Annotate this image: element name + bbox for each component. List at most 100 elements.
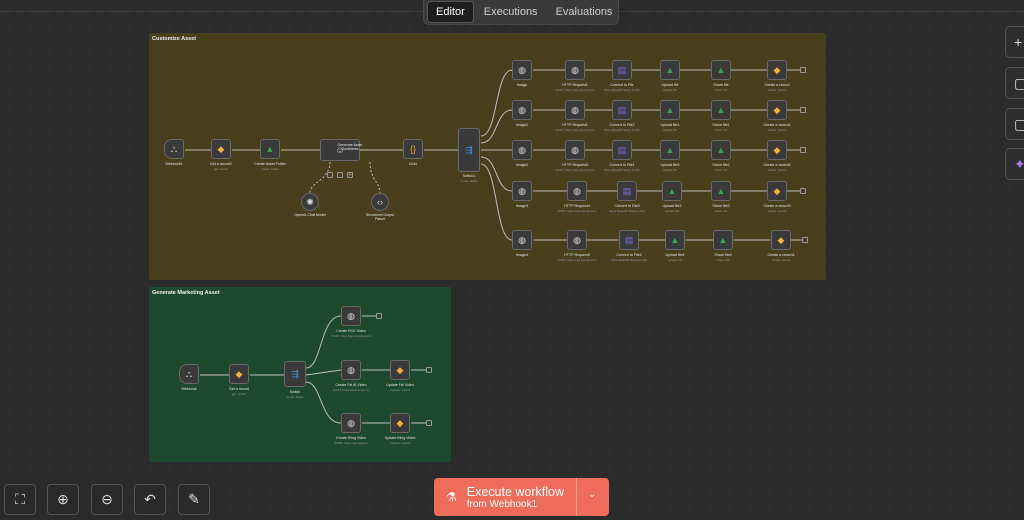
http-request-node[interactable]: ◍: [565, 60, 585, 80]
zoom-out-button[interactable]: ⊖: [91, 484, 123, 515]
memory-connector[interactable]: [337, 172, 343, 178]
upload-node[interactable]: ▲: [660, 100, 680, 120]
chevron-down-icon[interactable]: ⌄: [588, 489, 597, 500]
image-node[interactable]: ◍: [512, 230, 532, 250]
node-label: Convert to File1: [609, 163, 635, 167]
node-sublabel: share: file: [714, 88, 728, 92]
create-folder-node[interactable]: ▲: [260, 139, 280, 159]
convert-node[interactable]: ▤: [619, 230, 639, 250]
convert-node[interactable]: ▤: [612, 60, 632, 80]
code-brackets-icon: ‹›: [377, 197, 383, 207]
webhook-node[interactable]: ⛬: [164, 139, 184, 159]
node-label: Upload file: [661, 83, 679, 87]
upload-node[interactable]: ▲: [665, 230, 685, 250]
tab-evaluations[interactable]: Evaluations: [555, 6, 613, 18]
airtable-icon: ◆: [235, 368, 243, 379]
node-label: Share file2: [712, 163, 730, 167]
add-node-connector[interactable]: [376, 313, 382, 319]
switch-icon: ⇶: [465, 144, 473, 155]
share-node[interactable]: ▲: [713, 230, 733, 250]
share-node[interactable]: ▲: [711, 60, 731, 80]
update-video-node[interactable]: ◆: [390, 360, 410, 380]
convert-node[interactable]: ▤: [612, 100, 632, 120]
node-label: Create a record3: [763, 204, 791, 208]
image-node[interactable]: ◍: [512, 60, 532, 80]
tool-connector[interactable]: +: [347, 172, 353, 178]
execute-trigger-label: from Webhook1: [466, 498, 538, 510]
add-node-connector[interactable]: [426, 367, 432, 373]
ai-agent-node[interactable]: ☺: [320, 139, 360, 161]
openai-model-node[interactable]: ✺: [301, 193, 319, 211]
node-label: Webhook1: [165, 162, 183, 166]
chat-model-connector[interactable]: [327, 172, 333, 178]
image-node[interactable]: ◍: [512, 140, 532, 160]
upload-node[interactable]: ▲: [662, 181, 682, 201]
share-node[interactable]: ▲: [711, 181, 731, 201]
tab-executions[interactable]: Executions: [483, 6, 538, 18]
ai-assistant-button[interactable]: ✦: [1005, 148, 1024, 180]
create-record-node[interactable]: ◆: [767, 181, 787, 201]
code-node[interactable]: {}: [403, 139, 423, 159]
http-request-node[interactable]: ◍: [567, 181, 587, 201]
node-label: Create a record: [764, 83, 790, 87]
switch-node[interactable]: ⇶: [284, 361, 306, 387]
undo-button[interactable]: ↶: [134, 484, 166, 515]
globe-icon: ◍: [347, 310, 355, 321]
add-node-connector[interactable]: [426, 420, 432, 426]
create-video-node[interactable]: ◍: [341, 360, 361, 380]
image-node[interactable]: ◍: [512, 181, 532, 201]
globe-icon: ◍: [518, 144, 526, 155]
node-sublabel: get: record: [213, 167, 229, 171]
fit-view-button[interactable]: ⛶: [4, 484, 36, 515]
node-label: Convert to File: [610, 83, 634, 87]
node-label: Generate Asset Guidelines: [337, 143, 363, 151]
globe-icon: ◍: [573, 234, 581, 245]
add-node-connector[interactable]: [800, 147, 806, 153]
node-sublabel: mode: Rules: [286, 395, 304, 399]
http-request-node[interactable]: ◍: [565, 140, 585, 160]
create-record-node[interactable]: ◆: [767, 140, 787, 160]
create-record-node[interactable]: ◆: [767, 60, 787, 80]
add-node-connector[interactable]: [800, 188, 806, 194]
image-node[interactable]: ◍: [512, 100, 532, 120]
add-node-connector[interactable]: [802, 237, 808, 243]
create-video-node[interactable]: ◍: [341, 413, 361, 433]
node-label: Update Kling Video: [384, 436, 416, 440]
panel-button[interactable]: ▢: [1005, 108, 1024, 140]
airtable-icon: ◆: [396, 364, 404, 375]
get-record-node[interactable]: ◆: [229, 364, 249, 384]
convert-node[interactable]: ▤: [617, 181, 637, 201]
update-video-node[interactable]: ◆: [390, 413, 410, 433]
create-video-node[interactable]: ◍: [341, 306, 361, 326]
node-label: Upload file1: [660, 123, 680, 127]
node-sublabel: Move Base64 String to File: [610, 258, 648, 262]
add-node-button[interactable]: +: [1005, 26, 1024, 58]
share-node[interactable]: ▲: [711, 140, 731, 160]
node-label: Upload file2: [660, 163, 680, 167]
node-label: Get a record1: [210, 162, 232, 166]
add-sticky-button[interactable]: ▢: [1005, 67, 1024, 99]
upload-node[interactable]: ▲: [660, 140, 680, 160]
http-request-node[interactable]: ◍: [567, 230, 587, 250]
node-label: Update Fal Video: [386, 383, 414, 387]
share-node[interactable]: ▲: [711, 100, 731, 120]
node-sublabel: create: record: [767, 168, 787, 172]
webhook-node[interactable]: ⛬: [179, 364, 199, 384]
tab-editor[interactable]: Editor: [427, 1, 474, 23]
get-record-node[interactable]: ◆: [211, 139, 231, 159]
node-label: HTTP Request4: [564, 204, 590, 208]
output-parser-node[interactable]: ‹›: [371, 193, 389, 211]
zoom-in-button[interactable]: ⊕: [47, 484, 79, 515]
add-node-connector[interactable]: [800, 67, 806, 73]
execute-workflow-button[interactable]: ⚗ Execute workflow from Webhook1 ⌄: [434, 478, 609, 516]
convert-node[interactable]: ▤: [612, 140, 632, 160]
node-label: Create a record2: [763, 163, 791, 167]
upload-node[interactable]: ▲: [660, 60, 680, 80]
switch-node[interactable]: ⇶: [458, 128, 480, 172]
http-request-node[interactable]: ◍: [565, 100, 585, 120]
add-node-connector[interactable]: [800, 107, 806, 113]
create-record-node[interactable]: ◆: [771, 230, 791, 250]
create-record-node[interactable]: ◆: [767, 100, 787, 120]
node-sublabel: POST: https://api.openai.com: [555, 128, 595, 132]
clean-up-button[interactable]: ✎: [178, 484, 210, 515]
